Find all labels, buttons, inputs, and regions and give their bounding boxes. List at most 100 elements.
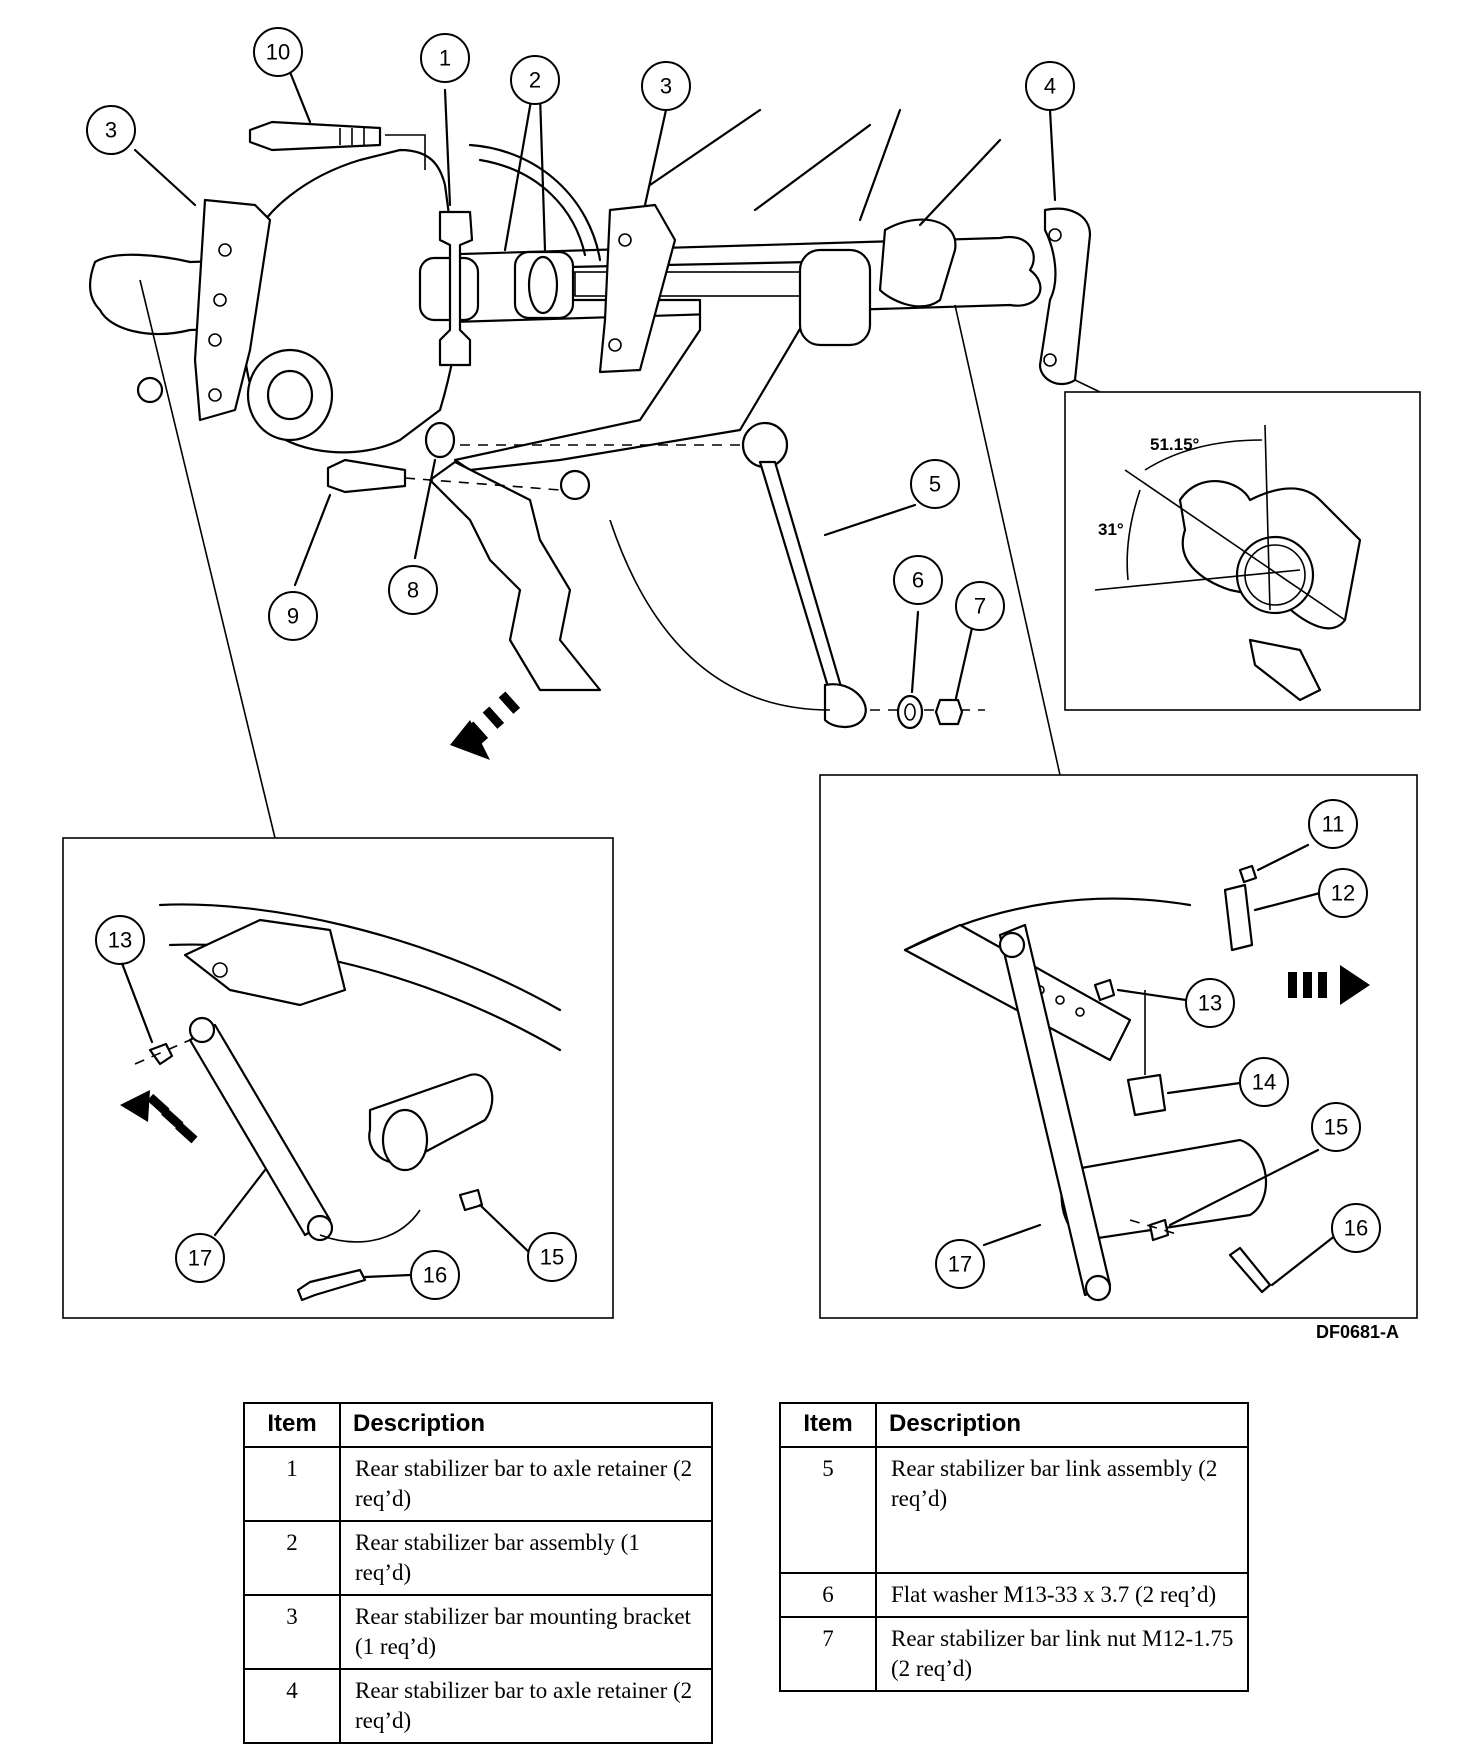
svg-text:3: 3 (660, 74, 672, 99)
mounting-bracket-center (598, 203, 677, 374)
nut-13-left (148, 1042, 174, 1066)
callout-9: 9 (268, 591, 318, 641)
row-item: 2 (243, 1520, 341, 1596)
row-description: Flat washer M13-33 x 3.7 (2 req’d) (875, 1572, 1249, 1618)
leader-2a (503, 93, 534, 252)
bump-stop-14 (1126, 1073, 1167, 1117)
svg-text:6: 6 (912, 568, 924, 593)
row-description: Rear stabilizer bar assembly (1 req’d) (339, 1520, 713, 1596)
svg-text:8: 8 (407, 578, 419, 603)
leader-1 (443, 88, 452, 207)
leader-8 (413, 458, 437, 560)
frame-rail-4 (918, 138, 1002, 227)
leader-2b (538, 93, 547, 252)
callout-14: 14 (1239, 1057, 1289, 1107)
clamp-right (878, 218, 957, 308)
front-arrow-main (450, 691, 521, 760)
angle-line-31 (1094, 569, 1301, 591)
detail-left (62, 837, 614, 1319)
axle-end-left (136, 376, 164, 404)
row-item: 4 (243, 1668, 341, 1744)
item-table-right: Item Description 5 Rear stabilizer bar l… (779, 1402, 1249, 1692)
frame-crossmember-left (158, 903, 562, 1012)
item-table-left: Item Description 1 Rear stabilizer bar t… (243, 1402, 713, 1744)
callout-4: 4 (1025, 61, 1075, 111)
retainer-1 (438, 210, 474, 367)
svg-text:16: 16 (1344, 1216, 1368, 1241)
callout-16-right: 16 (1331, 1203, 1381, 1253)
detail-line-inset (1074, 379, 1101, 393)
callout-10: 10 (253, 27, 303, 77)
leader-6 (910, 610, 920, 694)
svg-text:13: 13 (1198, 991, 1222, 1016)
row-description: Rear stabilizer bar to axle retainer (2 … (339, 1446, 713, 1522)
frame-rail-1 (648, 108, 762, 187)
table-header-row: Item Description (243, 1402, 713, 1448)
callout-17-left: 17 (175, 1233, 225, 1283)
front-arrow-right (1288, 965, 1370, 1005)
leader-15-left (478, 1203, 534, 1257)
row-item: 7 (779, 1616, 877, 1692)
callout-13-left: 13 (95, 915, 145, 965)
table-row: 7 Rear stabilizer bar link nut M12-1.75 … (779, 1616, 1249, 1692)
svg-text:17: 17 (188, 1246, 212, 1271)
callout-5: 5 (910, 459, 960, 509)
nut-15-left (458, 1188, 484, 1212)
leader-16-right (1270, 1233, 1338, 1287)
front-arrow-left (120, 1090, 198, 1144)
leader-17-left (213, 1168, 267, 1237)
svg-text:17: 17 (948, 1252, 972, 1277)
callout-15-right: 15 (1311, 1102, 1361, 1152)
leader-13-left (118, 956, 154, 1044)
bushing-center-face (527, 255, 559, 315)
figure-code: DF0681-A (1316, 1322, 1400, 1342)
callout-1: 1 (420, 33, 470, 83)
callout-2: 2 (510, 55, 560, 105)
leader-5 (823, 503, 917, 537)
svg-text:10: 10 (266, 40, 290, 65)
table-header-row: Item Description (779, 1402, 1249, 1448)
svg-text:2: 2 (529, 68, 541, 93)
svg-text:9: 9 (287, 604, 299, 629)
leader-15-right (1168, 1148, 1320, 1227)
leader-3b (643, 108, 668, 207)
svg-text:4: 4 (1044, 74, 1056, 99)
leader-12 (1253, 891, 1322, 912)
bolt-9 (326, 458, 407, 494)
row-item: 5 (779, 1446, 877, 1574)
svg-text:14: 14 (1252, 1070, 1276, 1095)
callout-17-right: 17 (935, 1239, 985, 1289)
callout-12: 12 (1318, 868, 1368, 918)
inset-frame (1064, 391, 1421, 711)
detail-right (819, 774, 1418, 1319)
svg-text:7: 7 (974, 594, 986, 619)
table-row: 3 Rear stabilizer bar mounting bracket (… (243, 1594, 713, 1670)
callout-7: 7 (955, 581, 1005, 631)
leader-3a (133, 148, 197, 207)
washer-6 (896, 694, 924, 730)
diff-cover-rim-2 (478, 158, 587, 257)
detail-right-frame (819, 774, 1418, 1319)
row-description: Rear stabilizer bar mounting bracket (1 … (339, 1594, 713, 1670)
angle-arc-31 (1126, 489, 1141, 581)
bar-end-eye (559, 469, 591, 501)
callout-16-left: 16 (410, 1250, 460, 1300)
main-assembly (88, 70, 1101, 839)
leader-7 (954, 626, 974, 700)
leader-9 (293, 493, 332, 587)
bolt-10-guide (385, 134, 426, 170)
svg-text:15: 15 (540, 1245, 564, 1270)
row-description: Rear stabilizer bar link assembly (2 req… (875, 1446, 1249, 1574)
callout-11: 11 (1308, 799, 1358, 849)
bolt-10 (248, 120, 382, 152)
table-row: 6 Flat washer M13-33 x 3.7 (2 req’d) (779, 1572, 1249, 1618)
nut-7 (934, 698, 964, 726)
frame-rail-3 (858, 108, 902, 222)
svg-text:11: 11 (1322, 812, 1345, 837)
angle-line-vertical (1264, 424, 1271, 611)
detail-line-right (954, 304, 1061, 776)
pinion-seal (266, 369, 314, 421)
header-item: Item (779, 1402, 877, 1448)
retainer-12 (1223, 883, 1254, 952)
link-guide (609, 519, 831, 711)
